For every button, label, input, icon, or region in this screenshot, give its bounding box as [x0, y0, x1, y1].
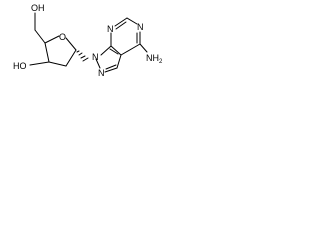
- label-n-n2: N: [98, 68, 105, 78]
- bond-c3-oh: [29, 61, 50, 66]
- label-oh-top: OH: [31, 3, 45, 13]
- bond-o-c1: [65, 37, 77, 51]
- bond-c3-c4: [44, 42, 50, 63]
- bond-c3-c3a: [116, 54, 122, 69]
- bond-c4-nh2: [139, 43, 148, 53]
- bond-c3a-c7a: [110, 45, 122, 56]
- bond-c4-c5: [34, 29, 46, 44]
- bond-n2-c3: [104, 67, 118, 73]
- bond-n7-c6-dbl: [115, 21, 127, 30]
- bond-c4-c3a: [120, 43, 141, 56]
- atom-labels: OH O HO N N N N NH 2: [13, 3, 163, 78]
- label-ho-left: HO: [13, 61, 27, 71]
- bond-c3a-c7a-dbl: [109, 48, 119, 55]
- label-nh2: NH: [146, 53, 159, 63]
- sugar-ring: [29, 12, 77, 67]
- glycosidic-bond: [76, 50, 89, 62]
- bond-c4-o: [44, 35, 60, 44]
- bond-c1-c2: [65, 49, 77, 67]
- label-nh2-subscript: 2: [159, 59, 163, 65]
- base-rings: [95, 17, 148, 73]
- label-o-ring: O: [59, 32, 66, 42]
- bond-n1-n2: [95, 58, 101, 69]
- bond-n2-c3-dbl: [105, 64, 117, 70]
- bond-n1-c7a: [100, 45, 112, 56]
- bond-c6-n5: [126, 17, 138, 25]
- label-n-n3: N: [107, 24, 114, 34]
- chemical-structure-diagram: OH O HO N N N N NH 2: [13, 3, 163, 78]
- label-n-n1: N: [92, 52, 99, 62]
- bond-n7-c6: [114, 17, 128, 27]
- bond-c2-c3: [48, 61, 67, 67]
- label-n-n4: N: [137, 22, 144, 32]
